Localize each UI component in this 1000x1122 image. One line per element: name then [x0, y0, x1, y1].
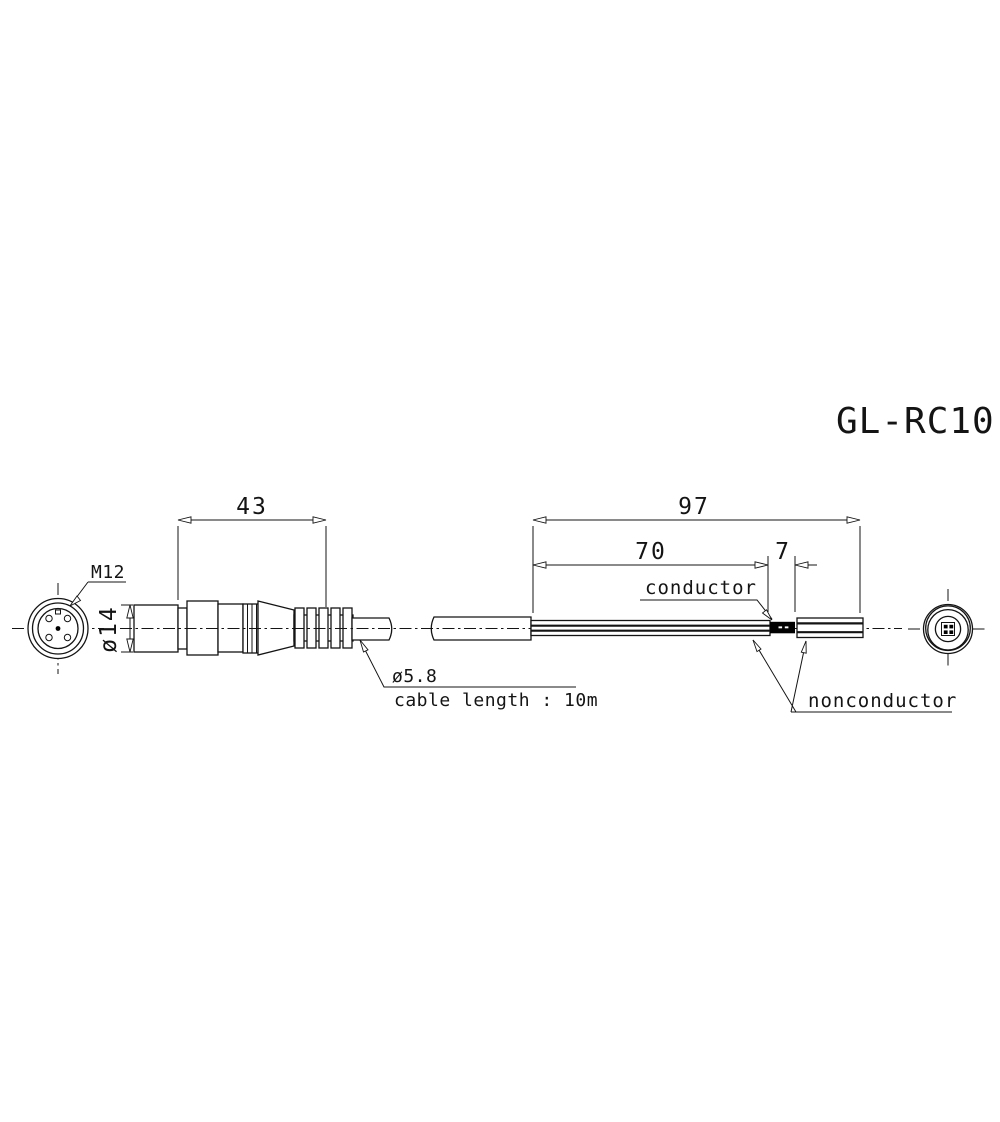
dimension-97: 97 — [532, 494, 861, 613]
rear-ring — [927, 608, 969, 651]
connector-front-view — [12, 583, 104, 674]
wire-strands — [531, 624, 770, 632]
keying-notch — [55, 609, 61, 615]
dim-arrow-outside — [794, 561, 809, 569]
rear-pin — [943, 630, 948, 634]
dimension-70: 70 — [532, 539, 796, 612]
leader-line — [69, 581, 126, 607]
dimension-43: 43 — [177, 494, 327, 607]
leader-line — [640, 599, 773, 620]
dim-arrow-left — [532, 516, 547, 524]
wire-insulated-section — [530, 619, 771, 637]
pin-hole — [45, 614, 53, 623]
dim-arrow-left — [532, 561, 547, 569]
dimension-7: 7 — [775, 539, 817, 569]
nonconductor-callout: nonconductor — [752, 639, 957, 713]
conductor-highlight — [778, 626, 783, 629]
connector-inner-circle — [37, 607, 79, 650]
dim-value: 97 — [678, 494, 710, 520]
wire-tip-section — [796, 617, 864, 639]
extension-lines — [177, 526, 327, 607]
stripped-wire — [530, 617, 864, 639]
dim-value: ø14 — [96, 605, 122, 653]
pin-hole — [63, 633, 72, 642]
center-pin — [55, 626, 61, 631]
leader-arrow — [761, 609, 773, 621]
pin-hole — [45, 633, 53, 642]
cable-segment-left — [351, 617, 393, 641]
dim-arrow-right — [312, 516, 327, 524]
dim-arrow-top — [126, 604, 134, 619]
conductor-section — [770, 621, 795, 634]
dim-arrow-right — [754, 561, 769, 569]
extension-lines — [121, 604, 133, 653]
connector-rear-view — [908, 589, 988, 669]
dim-value: 70 — [635, 539, 667, 565]
part-number-title: GL-RC10 — [836, 401, 995, 442]
extension-lines — [532, 526, 861, 613]
dimension-dia14: ø14 — [96, 604, 134, 653]
leader-arrow — [800, 640, 807, 654]
nonconductor-label: nonconductor — [808, 690, 957, 712]
rear-pin — [949, 624, 954, 629]
dim-arrow-right — [846, 516, 861, 524]
dim-arrow-left — [177, 516, 192, 524]
dim-value: 7 — [775, 539, 791, 565]
thread-callout: M12 — [69, 562, 126, 607]
leader-arrow — [69, 595, 82, 607]
rear-pin — [949, 630, 954, 634]
conductor-callout: conductor — [640, 577, 773, 621]
wire-tip-strands — [797, 622, 863, 634]
rear-outer-circle — [922, 603, 974, 655]
rear-pin — [943, 624, 948, 629]
cable-callout: ø5.8 cable length : 10m — [359, 639, 598, 711]
leader-lines — [752, 639, 807, 713]
leader-arrow — [752, 639, 762, 653]
cable-length-label: cable length : 10m — [394, 690, 598, 711]
thread-label: M12 — [91, 562, 125, 583]
conductor-label: conductor — [645, 577, 757, 599]
dim-value: 43 — [236, 494, 268, 520]
rear-pin-block — [941, 622, 955, 636]
pin-hole — [63, 614, 72, 623]
leader-arrow — [359, 639, 369, 653]
connector-mid-circle — [31, 602, 85, 655]
cable-diameter-label: ø5.8 — [392, 666, 437, 687]
conductor-highlight — [784, 626, 789, 629]
rear-inner-circle — [934, 615, 962, 643]
dim-arrow-bottom — [126, 638, 134, 653]
leader-line — [359, 639, 576, 688]
